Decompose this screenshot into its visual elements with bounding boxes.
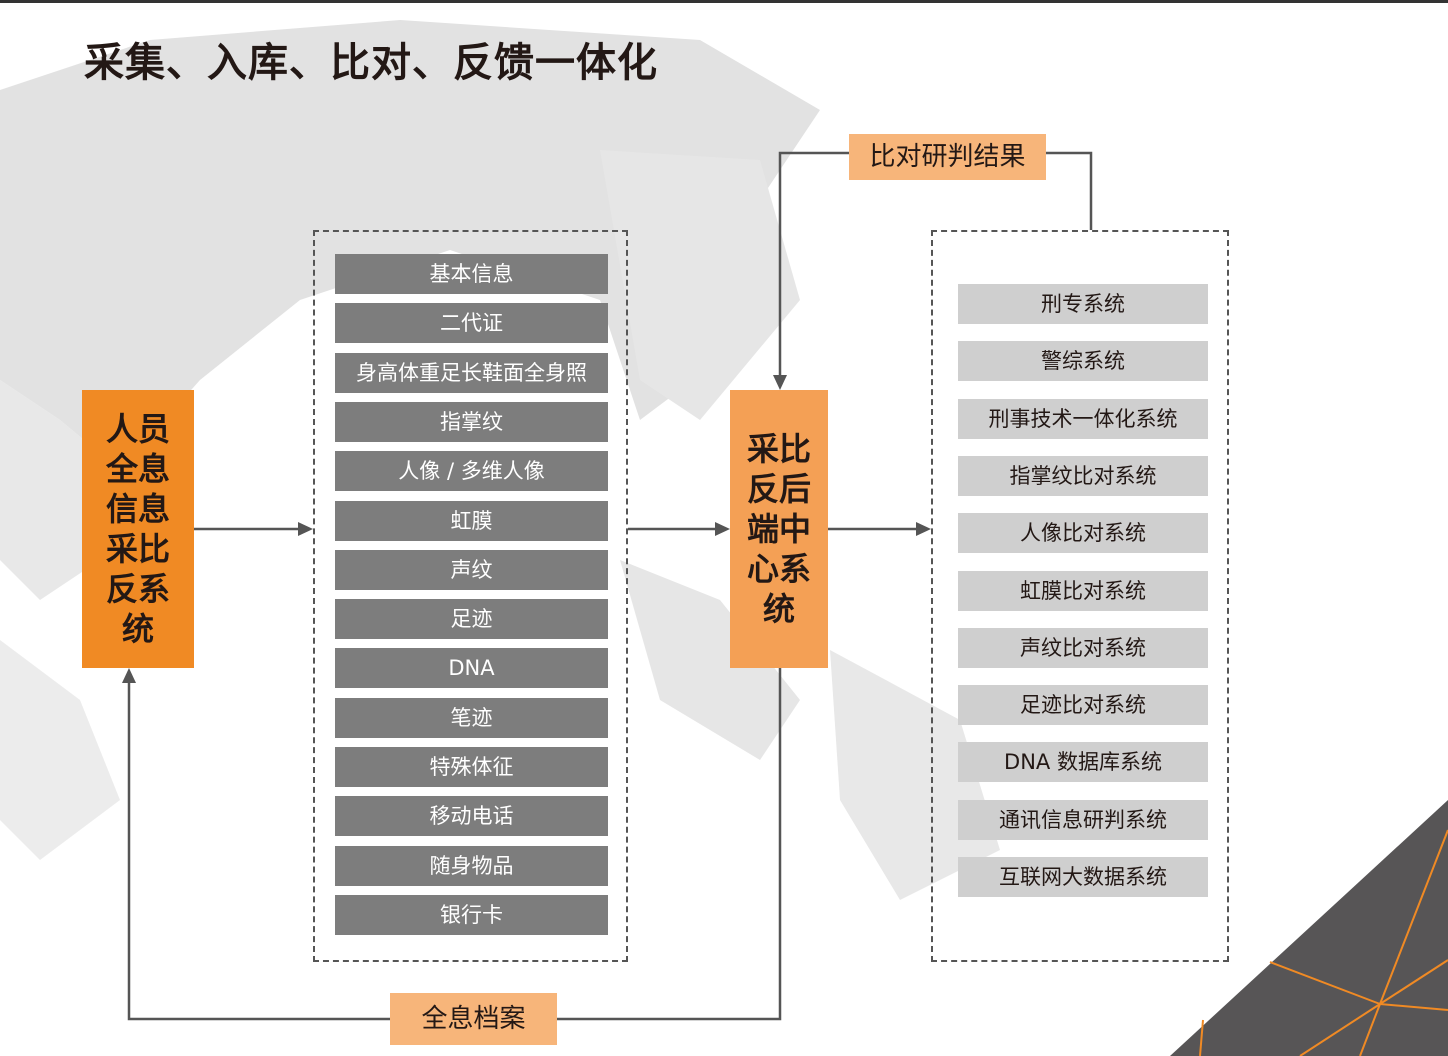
collection-item: 二代证: [335, 303, 608, 344]
system-item: 警综系统: [958, 341, 1208, 382]
flow-lines: [127, 151, 1093, 1021]
collection-item: 人像 / 多维人像: [335, 451, 608, 492]
box-line: 心系: [746, 550, 811, 588]
collection-items-group: 基本信息二代证身高体重足长鞋面全身照指掌纹人像 / 多维人像虹膜声纹足迹 DNA 笔…: [313, 230, 628, 962]
systems-group: 刑专系统警综系统刑事技术一体化系统指掌纹比对系统人像比对系统虹膜比对系统声纹比对…: [931, 230, 1229, 962]
box-line: 采比: [746, 430, 811, 468]
box-line: 采比: [105, 530, 170, 568]
collection-item: 基本信息: [335, 254, 608, 294]
corner-decoration: [1170, 800, 1448, 1056]
box-line: 反后: [746, 470, 811, 508]
collection-item: 银行卡: [335, 894, 608, 935]
box-line: 信息: [105, 490, 170, 528]
page-title: 采集、入库、比对、反馈一体化: [84, 40, 658, 86]
collection-item: 笔迹: [335, 697, 608, 738]
collection-item: 指掌纹: [335, 401, 608, 442]
full-archive-label: 全息档案: [390, 993, 557, 1045]
collection-item: DNA: [335, 648, 608, 689]
system-item: 刑专系统: [958, 284, 1208, 324]
system-item: 人像比对系统: [958, 513, 1208, 554]
collection-item: 虹膜: [335, 500, 608, 541]
backend-center-system-box: 采比 反后 端中 心系 统: [730, 390, 828, 668]
collection-item: 随身物品: [335, 845, 608, 886]
box-line: 反系: [105, 570, 170, 608]
system-item: 足迹比对系统: [958, 685, 1208, 726]
system-item: 指掌纹比对系统: [958, 455, 1208, 496]
arrowheads: [122, 375, 931, 683]
collection-item: 特殊体征: [335, 747, 608, 787]
collection-item: 移动电话: [335, 796, 608, 837]
system-item: 刑事技术一体化系统: [958, 398, 1208, 439]
collection-item: 声纹: [335, 549, 608, 590]
collection-item: 身高体重足长鞋面全身照: [335, 352, 608, 393]
system-item: DNA 数据库系统: [958, 742, 1208, 783]
personnel-info-system-box: 人员 全息 信息 采比 反系 统: [82, 390, 194, 668]
box-line: 端中: [746, 510, 811, 548]
comparison-result-label: 比对研判结果: [849, 134, 1046, 180]
system-item: 通讯信息研判系统: [958, 799, 1208, 840]
system-item: 虹膜比对系统: [958, 570, 1208, 611]
box-line: 全息: [105, 450, 170, 488]
system-item: 互联网大数据系统: [958, 857, 1208, 897]
collection-item: 足迹: [335, 599, 608, 640]
box-line: 人员: [105, 410, 170, 448]
box-line: 统: [121, 610, 154, 648]
system-item: 声纹比对系统: [958, 627, 1208, 668]
box-line: 统: [762, 590, 795, 628]
